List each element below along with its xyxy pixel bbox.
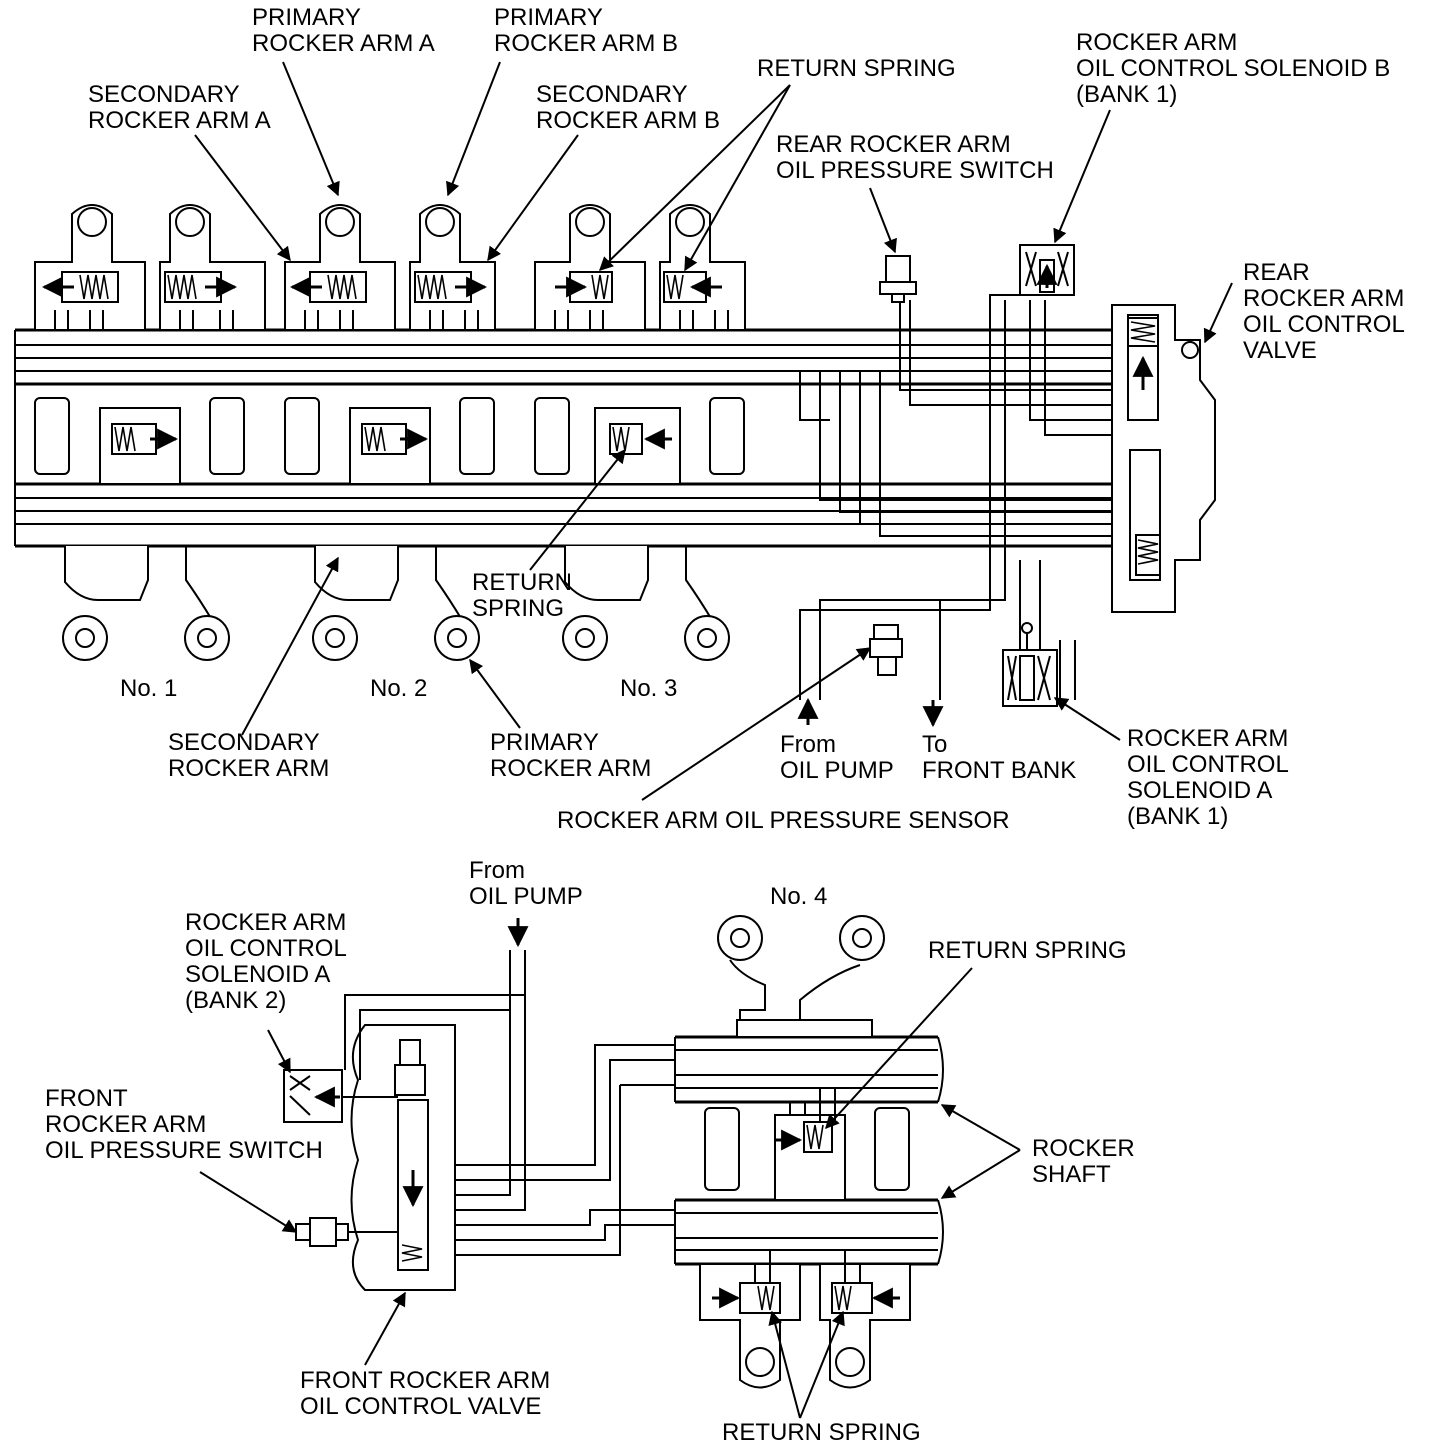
label-no3: No. 3 bbox=[620, 675, 677, 702]
leader-lines bbox=[194, 61, 1233, 1419]
rocker-arm-oil-pressure-sensor bbox=[869, 624, 903, 676]
label-return-spring-right: RETURN SPRING bbox=[928, 937, 1127, 964]
bank1-oil-piping bbox=[745, 294, 1115, 700]
bank2-lower-arms bbox=[699, 1250, 911, 1389]
flow-arrows-bank1 bbox=[797, 697, 944, 728]
no4-rocker-arm bbox=[717, 915, 885, 1038]
upper-synchro-pistons bbox=[41, 271, 722, 303]
lower-rocker-arms bbox=[62, 546, 730, 661]
rocker-arm-5u bbox=[534, 204, 646, 331]
bank2-oil-piping bbox=[344, 950, 675, 1256]
rocker-arm-oil-control-solenoid-a-bank2 bbox=[283, 1069, 398, 1123]
rocker-arm-6u bbox=[659, 204, 746, 331]
rear-rocker-arm-oil-control-valve bbox=[1111, 304, 1216, 613]
rocker-arm-oil-control-solenoid-a-bank1 bbox=[1002, 622, 1058, 707]
label-no2: No. 2 bbox=[370, 675, 427, 702]
label-no1: No. 1 bbox=[120, 675, 177, 702]
upper-oil-passages bbox=[54, 310, 729, 330]
bank1-assembly bbox=[14, 204, 1216, 728]
label-return-spring-bottom: RETURN SPRING bbox=[722, 1419, 921, 1446]
bank2-middle bbox=[704, 1088, 910, 1201]
label-oil-pressure-sensor: ROCKER ARM OIL PRESSURE SENSOR bbox=[557, 807, 1010, 834]
front-rocker-arm-oil-pressure-switch bbox=[295, 1217, 398, 1247]
front-rocker-arm-oil-control-valve bbox=[350, 1024, 456, 1291]
label-return-spring-top: RETURN SPRING bbox=[757, 55, 956, 82]
upper-rocker-shaft bbox=[15, 328, 1115, 386]
middle-valve-tips bbox=[34, 397, 745, 485]
rear-rocker-arm-oil-pressure-switch bbox=[879, 255, 917, 303]
rocker-arm-2u bbox=[159, 204, 266, 331]
upper-rocker-arms bbox=[34, 204, 746, 331]
rocker-arm-oil-control-solenoid-b-bank1 bbox=[1019, 244, 1075, 296]
label-no4: No. 4 bbox=[770, 883, 827, 910]
rocker-arm-4u bbox=[409, 204, 496, 331]
bank2-assembly bbox=[283, 915, 944, 1389]
